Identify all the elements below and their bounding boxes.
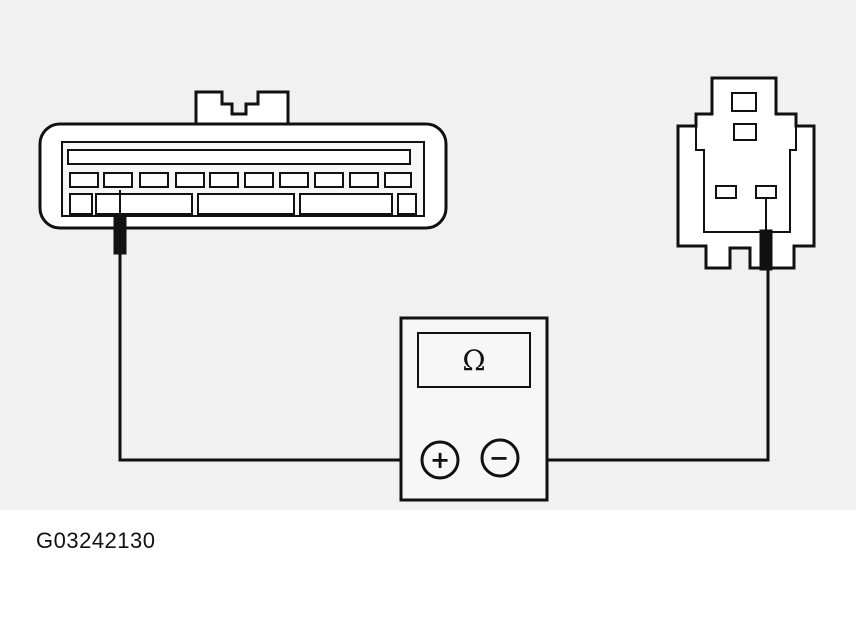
positive-terminal-jack [420, 440, 460, 480]
small-connector-inner [695, 126, 797, 233]
negative-terminal-jack [480, 438, 520, 478]
negative-terminal-label: − [488, 444, 510, 472]
figure-id-label: G03242130 [36, 528, 156, 553]
multimeter-display [417, 332, 531, 388]
connector-bottom-cells [69, 193, 417, 215]
ohm-symbol: Ω [462, 343, 486, 377]
positive-probe [113, 190, 127, 255]
positive-test-lead [118, 250, 422, 462]
small-connector-shell [676, 76, 816, 270]
circuit-diagram [38, 76, 816, 502]
diagram-panel: Ω + − [0, 0, 856, 510]
negative-test-lead [526, 268, 770, 462]
small-connector-key [733, 123, 757, 141]
small-connector-pin-left [715, 185, 737, 199]
multimeter [399, 316, 549, 502]
small-connector-upper-window [731, 92, 757, 112]
positive-terminal-label: + [429, 446, 451, 474]
connector-pin-row [69, 172, 412, 188]
connector-top-strip [67, 149, 411, 165]
connector-latch [194, 90, 290, 126]
multi-pin-connector [38, 90, 448, 230]
small-connector-pin-right [755, 185, 777, 199]
negative-probe [759, 198, 773, 271]
wiring [118, 250, 770, 462]
small-connector [676, 76, 816, 270]
